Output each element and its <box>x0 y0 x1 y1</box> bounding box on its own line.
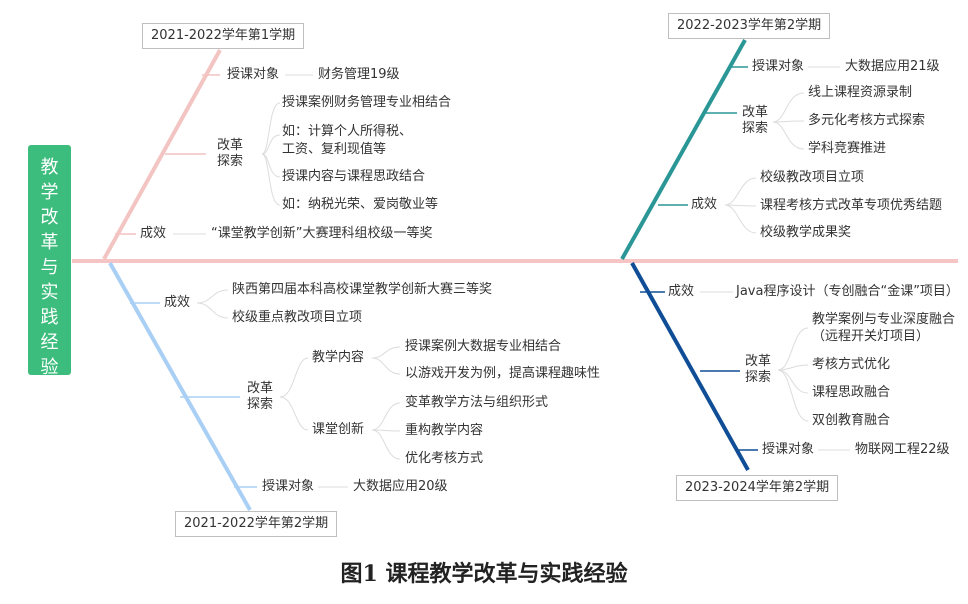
semester-box-tr: 2022-2023学年第2学期 <box>668 13 831 39</box>
tr-target-value: 大数据应用21级 <box>845 59 940 74</box>
br-target-label: 授课对象 <box>762 442 815 457</box>
tr-reform-item: 学科竞赛推进 <box>808 141 887 156</box>
br-sub-branches <box>700 291 850 451</box>
semester-box-br: 2023-2024学年第2学期 <box>676 475 839 501</box>
bl-branches <box>130 302 257 488</box>
bone-tr <box>620 39 747 260</box>
tr-sub-branches <box>724 66 840 234</box>
br-reform-item: 教学案例与专业深度融合 <box>812 312 956 327</box>
tl-reform-item: 如：计算个人所得税、 <box>282 124 413 139</box>
tl-reform-item: 如：纳税光荣、爱岗敬业等 <box>282 197 439 212</box>
root-char: 教 <box>40 157 59 178</box>
br-reform-label: 改革 探索 <box>744 354 771 385</box>
root-char: 经 <box>40 332 59 353</box>
root-char: 验 <box>40 357 59 378</box>
root-char: 革 <box>40 232 59 253</box>
tr-branches <box>658 66 748 206</box>
figure-caption: 图1 课程教学改革与实践经验 <box>340 561 628 587</box>
tl-reform-label: 改革 探索 <box>216 138 243 169</box>
br-target-value: 物联网工程22级 <box>855 442 950 457</box>
bone-tl <box>102 49 222 260</box>
br-reform-item: （远程开关灯项目） <box>812 329 930 344</box>
bl-content-item: 授课案例大数据专业相结合 <box>405 339 562 354</box>
tr-reform-label: 改革 探索 <box>741 105 768 136</box>
tr-result-item: 课程考核方式改革专项优秀结题 <box>760 198 943 213</box>
br-reform-item: 课程思政融合 <box>812 385 891 400</box>
bone-bl <box>108 262 252 511</box>
tr-reform-item: 线上课程资源录制 <box>808 85 913 100</box>
root-char: 与 <box>40 257 59 278</box>
bl-innovation-label: 课堂创新 <box>312 422 365 437</box>
bl-innovation-item: 优化考核方式 <box>405 451 484 466</box>
br-result-value: Java程序设计（专创融合“金课”项目） <box>736 284 959 299</box>
br-branches <box>640 291 758 451</box>
tr-reform-item: 多元化考核方式探索 <box>808 113 926 128</box>
br-reform-item: 双创教育融合 <box>812 413 891 428</box>
bone-br <box>630 262 750 471</box>
root-char: 改 <box>40 207 59 228</box>
tl-reform-item: 授课案例财务管理专业相结合 <box>282 95 452 110</box>
bl-result-item: 陕西第四届本科高校课堂教学创新大赛三等奖 <box>232 282 493 297</box>
bl-target-label: 授课对象 <box>262 479 315 494</box>
tl-reform-item: 授课内容与课程思政结合 <box>282 169 426 184</box>
root-title: 教 学 改 革 与 实 践 经 验 <box>28 145 71 378</box>
root-char: 践 <box>40 307 59 328</box>
bl-innovation-item: 变革教学方法与组织形式 <box>405 395 549 410</box>
bl-content-item: 以游戏开发为例，提高课程趣味性 <box>405 366 601 381</box>
tl-result-value: “课堂教学创新”大赛理科组校级一等奖 <box>211 226 433 241</box>
semester-box-bl: 2021-2022学年第2学期 <box>175 511 338 537</box>
semester-box-tl: 2021-2022学年第1学期 <box>142 23 305 49</box>
root-char: 学 <box>40 182 59 203</box>
tl-target-label: 授课对象 <box>227 67 280 82</box>
br-reform-item: 考核方式优化 <box>812 357 891 372</box>
bl-reform-label: 改革 探索 <box>246 381 273 412</box>
tl-sub-branches <box>173 74 313 235</box>
bl-result-label: 成效 <box>164 295 191 310</box>
tr-result-item: 校级教学成果奖 <box>760 225 852 240</box>
tl-result-label: 成效 <box>140 226 167 241</box>
tr-target-label: 授课对象 <box>752 59 805 74</box>
bl-content-label: 教学内容 <box>312 350 365 365</box>
tr-result-item: 校级教改项目立项 <box>760 170 865 185</box>
tl-target-value: 财务管理19级 <box>318 67 400 82</box>
bl-innovation-item: 重构教学内容 <box>405 423 484 438</box>
bl-result-item: 校级重点教改项目立项 <box>232 310 363 325</box>
root-char: 实 <box>40 282 59 303</box>
br-result-label: 成效 <box>668 284 695 299</box>
bl-target-value: 大数据应用20级 <box>353 479 448 494</box>
tl-reform-item: 工资、复利现值等 <box>282 142 387 157</box>
bl-sub-branches <box>196 289 401 488</box>
tr-result-label: 成效 <box>691 197 718 212</box>
tl-branches <box>115 74 220 235</box>
